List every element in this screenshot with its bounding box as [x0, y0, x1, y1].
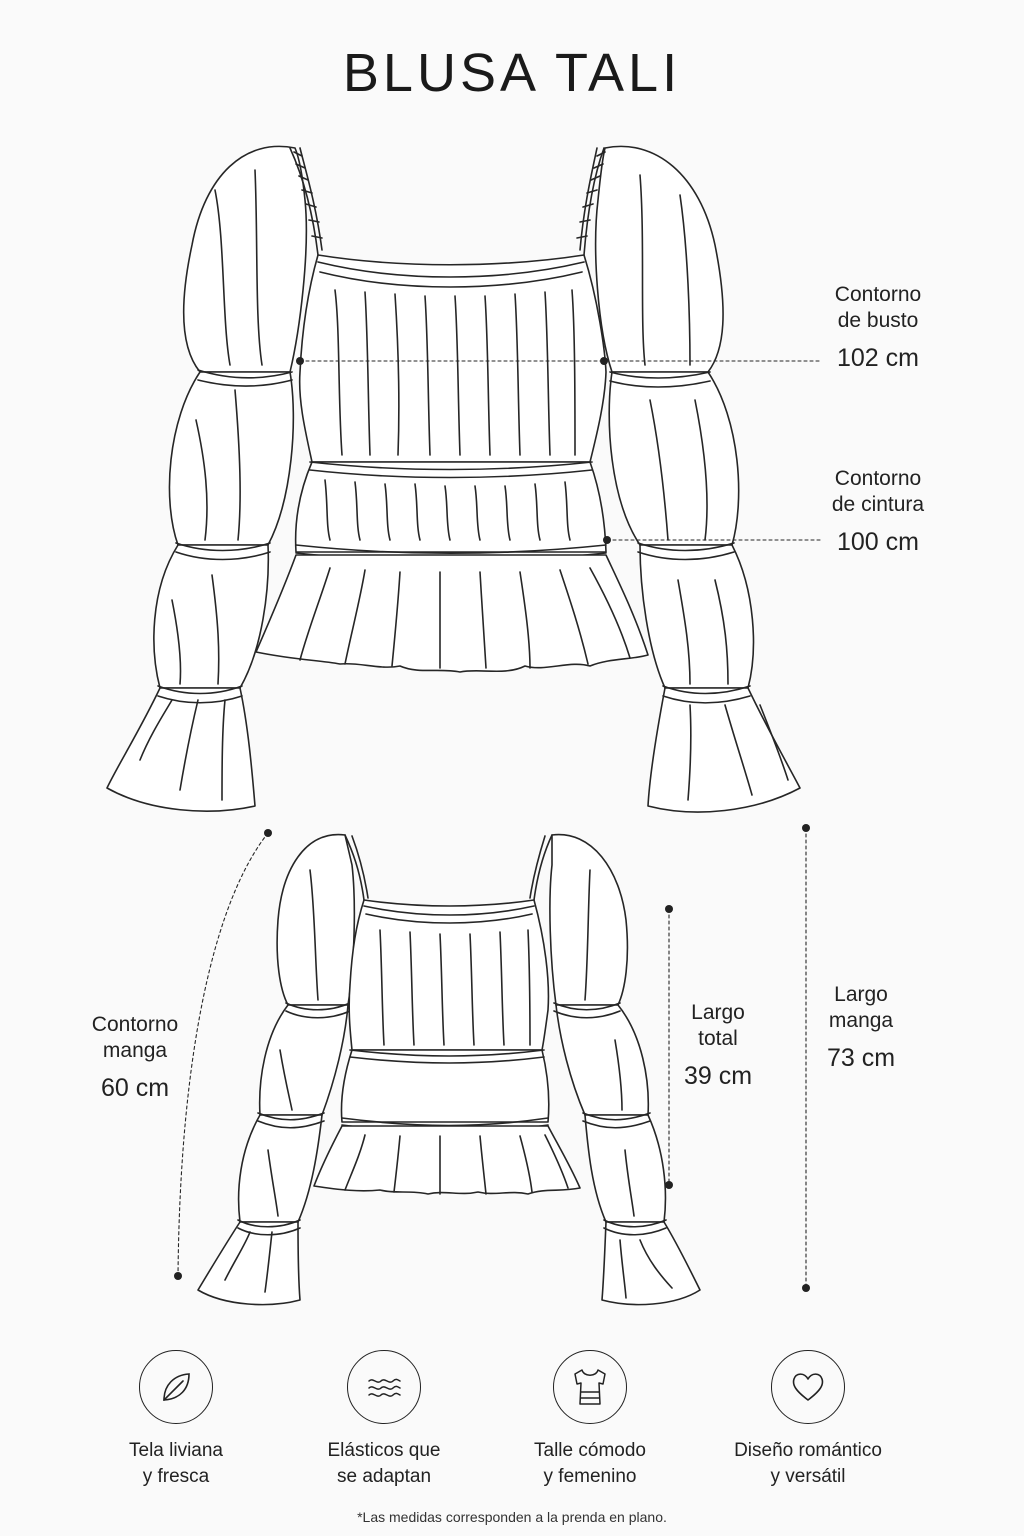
back-peplum: [313, 1125, 581, 1195]
waist-label: Contorno de cintura 100 cm: [808, 466, 948, 558]
bust-label-line2: de busto: [837, 309, 919, 333]
front-view-blouse: [106, 145, 801, 813]
sleeve-length-line1: Largo: [834, 983, 888, 1006]
front-smocked-band: [294, 461, 607, 553]
sleeve-length-measure: [802, 824, 810, 1292]
heart-icon: [771, 1350, 845, 1424]
feature-text-line2: y femenino: [543, 1465, 637, 1487]
waves-icon: [347, 1350, 421, 1424]
sleeve-length-label: Largo manga 73 cm: [806, 982, 916, 1074]
feature-comfortable-fit: Talle cómodo y femenino: [480, 1350, 700, 1489]
feature-text-line2: y versátil: [770, 1465, 846, 1487]
sleeve-contour-line2: manga: [102, 1039, 168, 1063]
bust-label: Contorno de busto 102 cm: [808, 282, 948, 374]
feature-text-line2: se adaptan: [336, 1465, 432, 1487]
back-smocked-band: [340, 1049, 550, 1123]
feature-text-line1: Talle cómodo: [534, 1440, 646, 1461]
total-length-value: 39 cm: [683, 1061, 753, 1090]
sleeve-length-value: 73 cm: [826, 1043, 896, 1072]
feature-elastics: Elásticos que se adaptan: [274, 1350, 494, 1489]
front-peplum: [255, 554, 649, 673]
back-left-sleeve: [197, 833, 356, 1306]
front-right-sleeve: [594, 145, 801, 813]
sleeve-contour-value: 60 cm: [100, 1073, 170, 1102]
page-title: BLUSA TALI: [342, 43, 682, 103]
total-length-line1: Largo: [691, 1001, 745, 1024]
total-length-label: Largo total 39 cm: [670, 1000, 766, 1092]
leaf-icon: [139, 1350, 213, 1424]
sleeve-length-line2: manga: [828, 1009, 894, 1033]
waist-value: 100 cm: [837, 527, 919, 556]
feature-text-line1: Tela liviana: [129, 1440, 223, 1461]
feature-romantic-design: Diseño romántico y versátil: [698, 1350, 918, 1489]
total-length-line2: total: [698, 1027, 738, 1051]
waist-label-line1: Contorno: [834, 467, 922, 490]
feature-light-fabric: Tela liviana y fresca: [66, 1350, 286, 1489]
sleeve-contour-measure: [174, 829, 272, 1280]
front-bodice: [298, 254, 607, 463]
front-left-sleeve: [106, 145, 308, 812]
footnote: *Las medidas corresponden a la prenda en…: [357, 1509, 667, 1525]
bust-label-line1: Contorno: [834, 283, 922, 306]
waist-measure-line: [603, 536, 823, 544]
front-strap-outer: [289, 147, 605, 256]
waist-label-line2: de cintura: [831, 493, 925, 517]
bust-value: 102 cm: [837, 343, 919, 372]
sleeve-contour-line1: Contorno: [91, 1013, 179, 1036]
sleeve-contour-label: Contorno manga 60 cm: [70, 1012, 200, 1104]
total-length-measure: [665, 905, 673, 1189]
feature-text-line1: Elásticos que: [327, 1440, 441, 1461]
back-bodice: [348, 899, 550, 1051]
back-right-sleeve: [549, 833, 701, 1306]
bust-measure-line: [296, 357, 823, 365]
feature-text-line2: y fresca: [142, 1465, 210, 1487]
blouse-icon: [553, 1350, 627, 1424]
feature-text-line1: Diseño romántico: [734, 1440, 882, 1461]
back-view-blouse: [197, 833, 701, 1306]
